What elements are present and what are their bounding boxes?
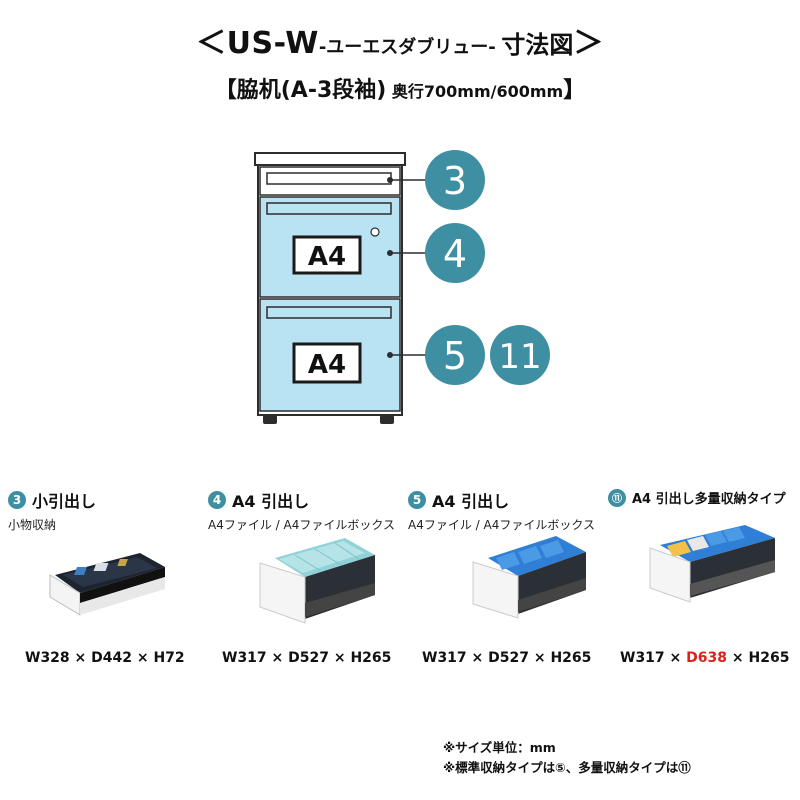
- item-caption-5: 5 A4 引出し A4ファイル / A4ファイルボックス: [408, 488, 595, 533]
- top-plate: [254, 152, 406, 166]
- item-subtitle: A4ファイル / A4ファイルボックス: [208, 518, 396, 532]
- dims-depth-highlight: D638: [686, 650, 728, 666]
- subtitle-close: 】: [563, 78, 586, 103]
- title-open-bracket: ＜: [196, 26, 227, 61]
- title-word: 寸法図: [501, 31, 574, 59]
- dims-a4-drawer-11: W317 × D638 × H265: [620, 650, 789, 666]
- page-title: ＜US-W-ユーエスダブリュー- 寸法図＞: [0, 18, 800, 62]
- footnotes: ※サイズ単位：mm ※標準収納タイプは⑤、多量収納タイプは⑪: [443, 738, 691, 778]
- item-number-badge: 3: [8, 491, 26, 509]
- callout-number-3: 3: [443, 159, 467, 203]
- leader-dot-3: [387, 177, 393, 183]
- dims-a4-drawer-4: W317 × D527 × H265: [222, 650, 392, 666]
- item-number-badge: 5: [408, 491, 426, 509]
- a4-label-box-lower: [292, 342, 362, 384]
- a4-drawer-boxes-photo: [472, 536, 586, 619]
- callout-number-5: 5: [443, 334, 467, 378]
- title-model: US-W: [226, 26, 319, 61]
- item-number-badge: 4: [208, 491, 226, 509]
- callout-number-4: 4: [443, 232, 467, 276]
- item-caption-4: 4 A4 引出し A4ファイル / A4ファイルボックス: [208, 488, 395, 533]
- small-drawer-photo: [49, 553, 165, 616]
- item-title: A4 引出し: [432, 492, 510, 511]
- subtitle-depth: 奥行700mm/600mm: [391, 82, 564, 101]
- dims-small-drawer: W328 × D442 × H72: [25, 650, 185, 666]
- page-subtitle: 【脇机(A-3段袖) 奥行700mm/600mm】: [0, 72, 800, 104]
- callout-circle-11: [490, 325, 550, 385]
- subtitle-main: 【脇机(A-3段袖): [214, 78, 387, 103]
- item-title: A4 引出し多量収納タイプ: [632, 492, 786, 507]
- item-caption-3: 3 小引出し 小物収納: [8, 488, 96, 533]
- a4-drawer-lower-handle: [266, 306, 392, 319]
- a4-label-upper: A4: [308, 242, 346, 272]
- dims-width: W317 ×: [620, 650, 687, 666]
- title-reading: -ユーエスダブリュー-: [318, 37, 496, 58]
- lock-icon: [370, 227, 380, 237]
- callout-circle-4: [425, 223, 485, 283]
- title-close-bracket: ＞: [573, 26, 604, 61]
- item-subtitle: 小物収納: [8, 518, 57, 532]
- leader-dot-4: [387, 250, 393, 256]
- a4-label-lower: A4: [308, 350, 346, 380]
- a4-drawer-upper-handle: [266, 202, 392, 215]
- callout-circle-5: [425, 325, 485, 385]
- leader-dot-5: [387, 352, 393, 358]
- callout-circle-3: [425, 150, 485, 210]
- item-number-badge: ⑪: [608, 488, 626, 507]
- small-drawer: [259, 166, 401, 196]
- dims-a4-drawer-5: W317 × D527 × H265: [422, 650, 592, 666]
- a4-label-box-upper: [292, 235, 362, 275]
- a4-drawer-large-photo: [649, 525, 775, 603]
- item-title: 小引出し: [32, 492, 97, 511]
- dims-height: × H265: [727, 650, 790, 666]
- foot-right: [380, 415, 394, 424]
- callout-number-11: 11: [498, 337, 541, 377]
- foot-left: [263, 415, 277, 424]
- a4-drawer-photo: [259, 538, 375, 624]
- item-caption-11: ⑪ A4 引出し多量収納タイプ: [608, 488, 786, 507]
- item-subtitle: A4ファイル / A4ファイルボックス: [408, 518, 596, 532]
- pedestal-diagram: A4 A4 3 4 5 11: [254, 150, 550, 424]
- note-unit: ※サイズ単位：mm: [443, 740, 556, 755]
- note-storage-type: ※標準収納タイプは⑤、多量収納タイプは⑪: [443, 760, 691, 775]
- item-title: A4 引出し: [232, 492, 310, 511]
